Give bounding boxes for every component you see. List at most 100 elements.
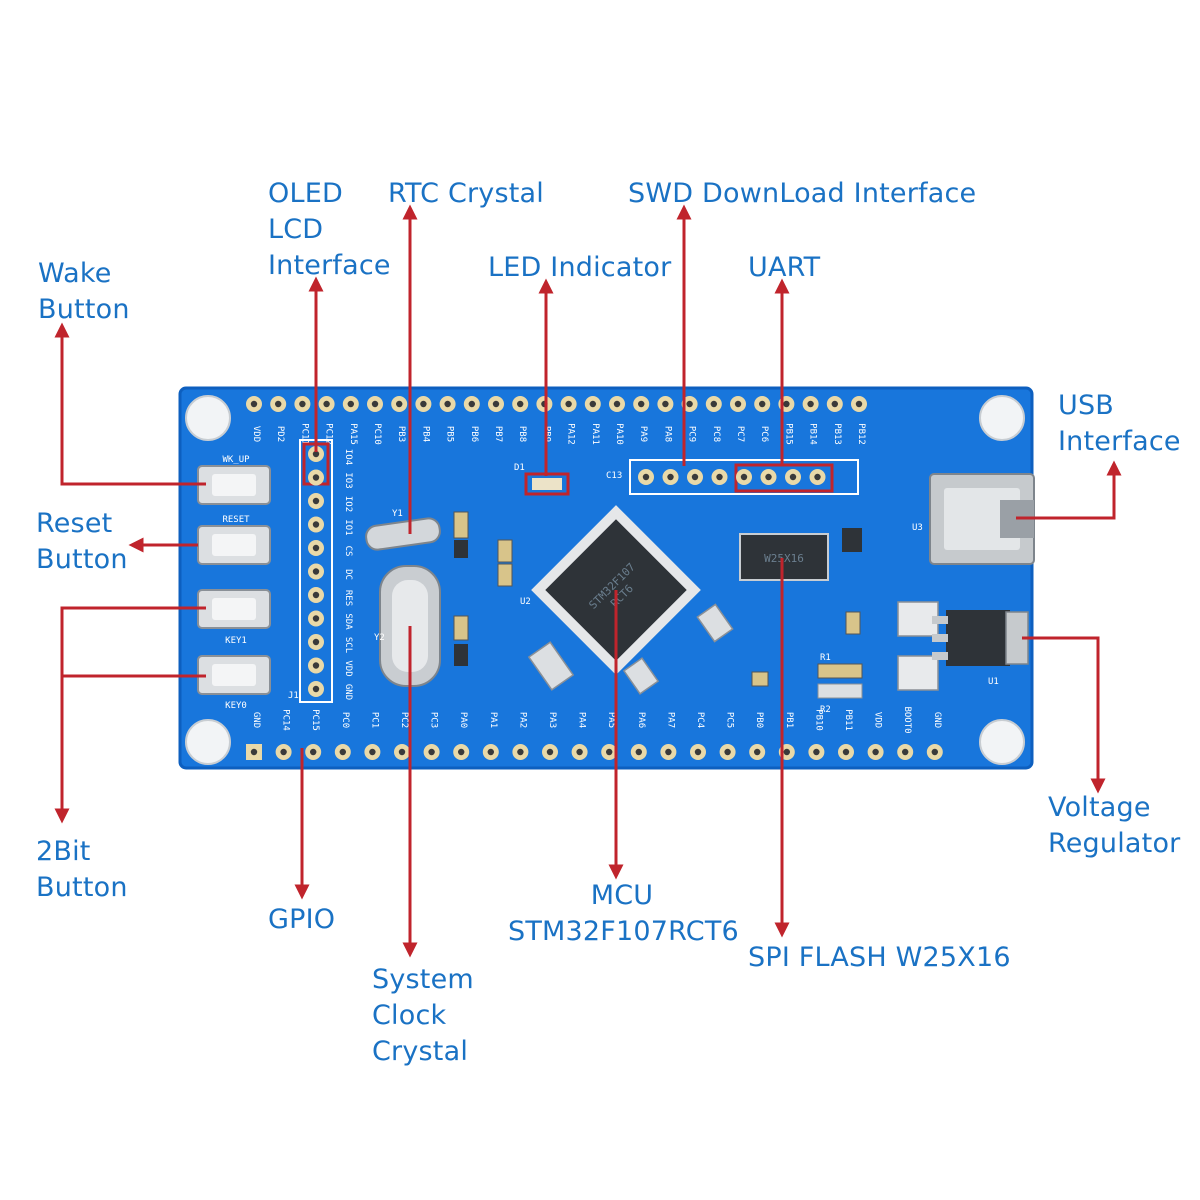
oled-header-pin-hole [312,685,320,693]
swd-uart-header [629,459,859,495]
top-header-pin-label: PA9 [638,426,648,442]
label-oled-line-1: OLED [268,178,343,209]
oled-header-pin-label: DC [343,569,353,580]
bottom-header-pin-label: PC15 [310,709,320,731]
swd-uart-pin-hole [667,473,674,481]
bottom-header-pin-hole [902,748,909,756]
oled-header-pin-label: GND [343,684,353,700]
top-header-pin-hole [710,400,717,408]
bottom-header-pin-hole [280,748,287,756]
oled-header-pin-label: IO3 [343,472,353,488]
bottom-header-pin-hole [842,748,850,756]
bottom-header-pin-hole [783,748,790,756]
label-usb-line-2: Interface [1058,426,1181,457]
label-rtc-crystal: RTC Crystal [388,178,544,209]
bottom-header-pin-hole [576,748,583,756]
top-header-pin-label: PC12 [324,423,334,445]
top-header-pin-hole [855,400,863,408]
top-header-pin-hole [589,400,596,408]
bottom-header-pin-label: PA6 [636,712,646,728]
bottom-header-pin-hole [931,748,938,756]
bottom-header-pin-label: PB10 [813,709,823,731]
annotation-pointers [54,204,1122,958]
top-header-pin-hole [371,400,379,408]
designator-r2: R2 [820,705,831,715]
bottom-header-pin-hole [310,748,317,756]
reset-button-body [197,525,271,565]
rtc-crystal: Y1 [365,509,441,551]
label-2bit-button: 2Bit Button [36,834,128,906]
label-mcu-line-1: MCU [590,880,654,911]
designator-c13: C13 [606,471,622,481]
top-header-pin-hole [396,400,403,408]
bottom-header-pin-label: PB0 [754,712,764,728]
swd-uart-pin-hole [691,473,699,481]
oled-header-pin-hole [312,497,320,505]
bottom-header-pin-label: PC1 [369,712,379,728]
bottom-header-pin-label: GND [932,712,942,728]
label-mcu-line-2: STM32F107RCT6 [508,916,739,947]
key-label-reset: RESET [222,515,250,525]
label-system-clock-crystal: System Clock Crystal [372,962,474,1070]
swd-uart-pin-hole [814,473,821,481]
pointer-2bit-key1 [54,606,206,824]
key-label-wk-up: WK_UP [222,455,250,465]
oled-header-pin-label: SCL [343,637,353,653]
designator-d1: D1 [514,463,525,473]
oled-header-pin-label: IO2 [343,496,353,512]
oled-header-pin-label: CS [343,546,353,557]
bottom-header-pin-hole [428,748,435,756]
bottom-header-pin-label: PA1 [488,712,498,728]
top-header-pin-label: PB7 [493,426,503,442]
key0-button-body [197,655,271,695]
label-reset-line-1: Reset [36,508,113,539]
label-sysclock-line-1: System [372,964,474,995]
label-reset-line-2: Button [36,544,128,575]
top-header-pin-label: PB4 [420,426,430,442]
label-mcu: MCU STM32F107RCT6 [508,878,739,950]
oled-header-pin-hole [312,615,320,622]
pointer-usb [1016,460,1122,520]
bottom-header-pin-label: BOOT0 [902,706,912,733]
top-header-pin-label: PD2 [275,426,285,442]
top-header-pin-label: PA15 [348,423,358,445]
label-reset-button: Reset Button [36,506,128,578]
label-voltage-line-2: Regulator [1048,828,1181,859]
top-header-pin-label: PB3 [396,426,406,442]
oled-header-pin-label: IO4 [343,449,353,465]
top-header-pin-label: PC11 [299,423,309,445]
top-header-pin-hole [444,400,451,408]
voltage-regulator-component: U1 [932,610,1029,687]
key1-button-body [197,589,271,629]
top-header-pin-label: PB15 [783,423,793,445]
bottom-header-pin-label: PA2 [517,712,527,728]
oled-header-pin-hole [312,591,320,599]
label-swd-download-interface: SWD DownLoad Interface [628,178,977,209]
top-header-pin-label: PC9 [687,426,697,442]
bottom-header-pin-label: PB11 [843,709,853,731]
bottom-header-pin-hole [872,748,879,756]
designator-j1: J1 [288,691,299,701]
pointer-wake [54,322,206,486]
bottom-header-pin-label: PC3 [429,712,439,728]
mounting-hole-bottom-right [979,719,1025,765]
label-voltage-regulator: Voltage Regulator [1048,790,1180,862]
bottom-header-pin-hole [369,748,376,756]
top-header-pin-hole [759,400,766,408]
label-wake-button: Wake Button [38,256,130,328]
bottom-header-pin-label: PA3 [547,712,557,728]
top-header-pin-label: PA8 [662,426,672,442]
bottom-header-pin-hole [635,748,642,756]
top-header-pin-hole [565,400,572,408]
spi-flash-chip: W25X16 [739,533,829,581]
bottom-header-pin-label: PC5 [725,712,735,728]
oled-header-pin-label: VDD [343,660,353,676]
oled-header-pin-label: SDA [343,613,353,630]
mounting-hole-top-right [979,395,1025,441]
swd-uart-pin-hole [740,473,748,481]
oled-header-pin-hole [312,521,320,528]
top-header-pin-label: PA10 [614,423,624,445]
key-label-key0: KEY0 [225,701,247,711]
